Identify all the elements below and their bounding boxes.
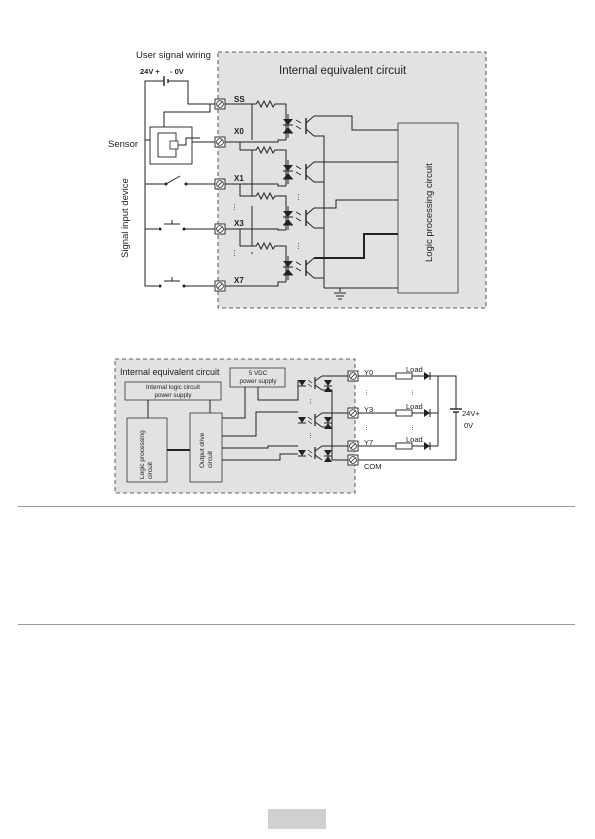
terminal-com: COM [364,462,382,471]
signal-input-device-label: Signal input device [120,178,131,258]
ellipsis-mark: … [296,193,305,201]
terminal-x7: X7 [234,276,244,285]
terminal-x0: X0 [234,127,244,136]
input-wiring-diagram: User signal wiring 24V + - 0V Internal e… [108,50,487,309]
terminal-y0: Y0 [364,368,373,377]
ellipsis-mark: … [308,398,315,405]
logic-processing-label: Logic processing circuit [424,163,435,262]
ellipsis-mark: … [296,242,305,250]
section-divider [18,624,575,625]
sensor-symbol [145,104,218,165]
sensor-label: Sensor [108,139,138,150]
input-signal-lines [314,115,398,300]
page-number-box [268,809,326,829]
ellipsis-mark: … [410,389,417,396]
output-drive-label: Output drivecircuit [199,432,214,468]
ellipsis-mark: … [364,389,371,396]
output-optocouplers [297,375,348,463]
output-supply-positive: 24V+ [462,409,480,418]
input-terminals: SS X0 X1 X3 X7 [214,95,287,292]
output-loads: Load Load Load 24V+ 0V [358,365,480,461]
output-logic-label: Logic processingcircuit [139,430,154,479]
load-label: Load [406,435,423,444]
logic-processing-block [397,122,459,294]
ellipsis-mark: … [364,424,371,431]
load-label: Load [406,402,423,411]
output-internal-wires [147,380,299,461]
output-drive-block [189,412,223,483]
output-terminals: Y0 Y3 Y7 COM [347,368,382,471]
input-switches [144,175,218,288]
load-label: Load [406,365,423,374]
terminal-ss: SS [234,95,245,104]
output-wiring-diagram: Internal equivalent circuit Internal log… [114,358,480,494]
section-divider [18,506,575,507]
output-supply-negative: 0V [464,421,473,430]
supply-positive-label: 24V + [140,67,160,76]
ellipsis-mark: … [232,249,241,257]
battery-symbol [144,76,218,210]
ellipsis-mark: … [232,203,241,211]
ellipsis-mark: … [308,432,315,439]
terminal-x1: X1 [234,174,244,183]
internal-logic-power-block [124,381,222,401]
terminal-y3: Y3 [364,405,373,414]
user-wiring-label: User signal wiring [136,50,211,61]
ellipsis-mark: … [410,424,417,431]
output-internal-circuit-title: Internal equivalent circuit [120,367,220,377]
internal-circuit-title: Internal equivalent circuit [279,65,407,77]
supply-negative-label: - 0V [170,67,184,76]
terminal-x3: X3 [234,219,244,228]
terminal-y7: Y7 [364,438,373,447]
